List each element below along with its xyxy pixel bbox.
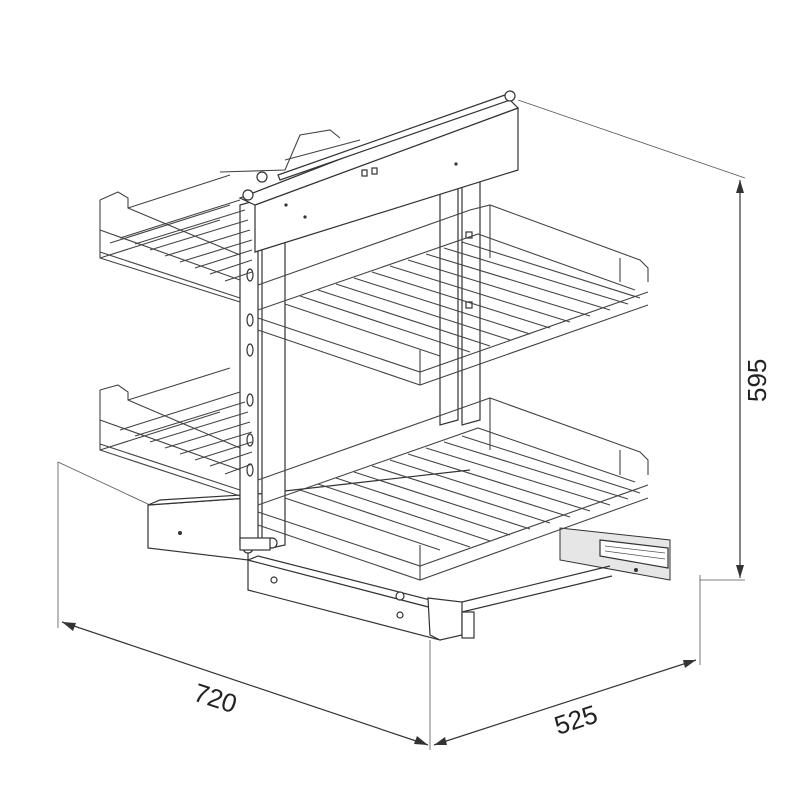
top-beam	[219, 90, 520, 253]
dim-720-line	[61, 621, 429, 746]
dim-595-label: 595	[742, 359, 772, 402]
lower-left-basket	[99, 367, 253, 497]
vertical-posts	[239, 177, 481, 551]
dim-525-line	[433, 659, 697, 746]
upper-right-basket	[257, 204, 649, 386]
lower-right-basket	[257, 397, 649, 581]
dim-720-label: 720	[190, 677, 241, 719]
upper-left-basket	[99, 174, 253, 303]
ext-line-top	[517, 99, 746, 179]
dimension-lines	[57, 99, 746, 750]
base-frame	[147, 469, 671, 641]
post-brackets	[239, 537, 405, 601]
